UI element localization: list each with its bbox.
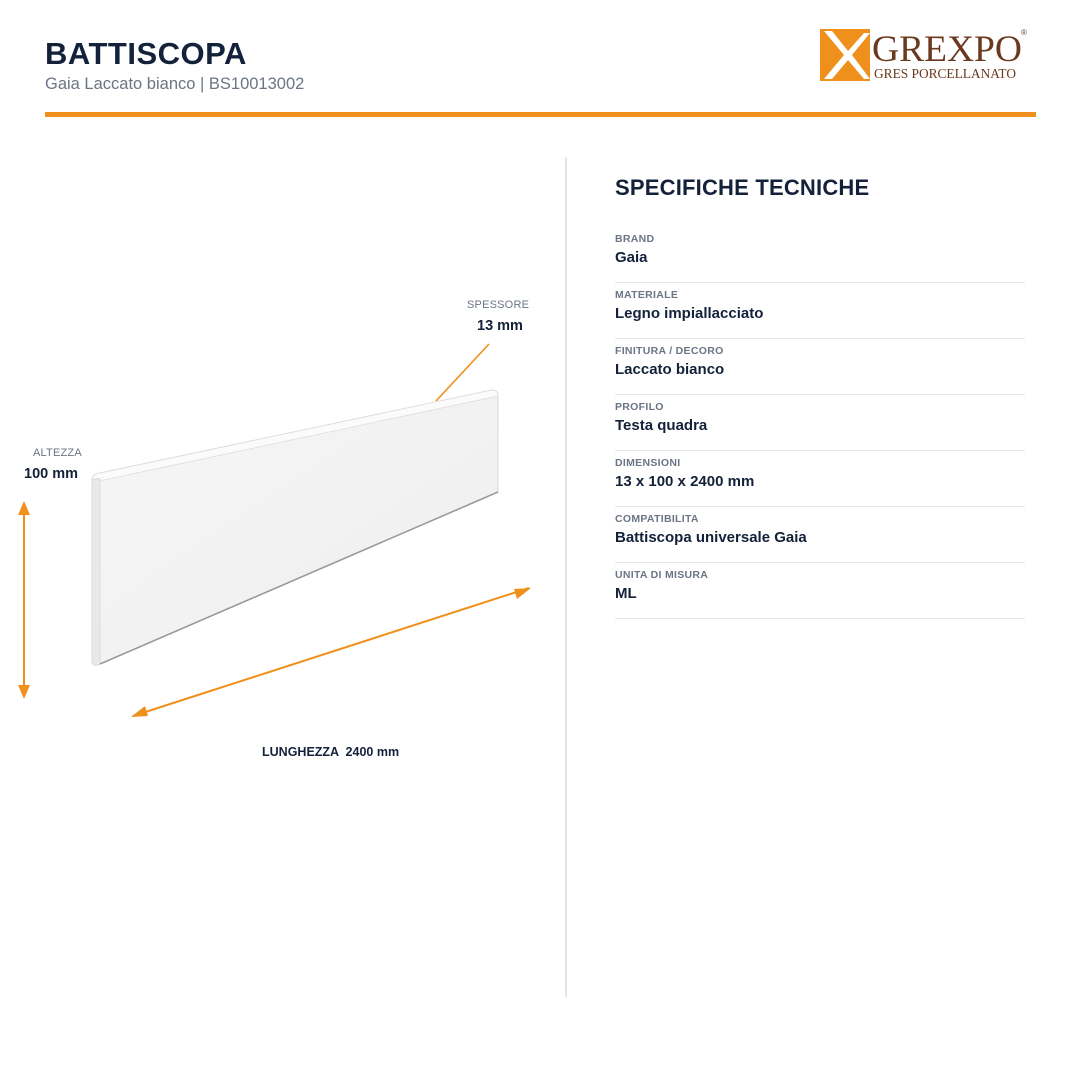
- spec-row-unita: UNITA DI MISURA ML: [615, 564, 1025, 619]
- spec-value: Battiscopa universale Gaia: [615, 529, 807, 546]
- spessore-label: SPESSORE: [467, 299, 530, 311]
- spec-label: BRAND: [615, 233, 655, 245]
- grexpo-logo: GREXPO ® GRES PORCELLANATO: [820, 28, 1027, 81]
- svg-text:®: ®: [1021, 28, 1027, 37]
- spec-label: COMPATIBILITA: [615, 513, 699, 525]
- page-subtitle: Gaia Laccato bianco | BS10013002: [45, 75, 305, 93]
- spec-row-compatibilita: COMPATIBILITA Battiscopa universale Gaia: [615, 508, 1025, 563]
- svg-text:GREXPO: GREXPO: [872, 29, 1022, 70]
- svg-text:GRES PORCELLANATO: GRES PORCELLANATO: [874, 66, 1016, 81]
- specs-title: SPECIFICHE TECNICHE: [615, 175, 870, 200]
- spec-label: PROFILO: [615, 401, 664, 413]
- product-drawing: [18, 343, 531, 717]
- page-title: BATTISCOPA: [45, 36, 247, 71]
- spec-label: DIMENSIONI: [615, 457, 681, 469]
- spec-value: Gaia: [615, 249, 648, 266]
- spec-row-profilo: PROFILO Testa quadra: [615, 396, 1025, 451]
- column-divider: [565, 157, 567, 997]
- spec-row-materiale: MATERIALE Legno impiallacciato: [615, 284, 1025, 339]
- spec-value: Legno impiallacciato: [615, 305, 764, 322]
- spec-label: UNITA DI MISURA: [615, 569, 709, 581]
- spec-value: Laccato bianco: [615, 361, 725, 378]
- lunghezza-label: LUNGHEZZA 2400 mm: [262, 745, 400, 759]
- spessore-value: 13 mm: [477, 318, 523, 334]
- spec-row-finitura: FINITURA / DECORO Laccato bianco: [615, 340, 1025, 395]
- altezza-label: ALTEZZA: [33, 447, 82, 459]
- spec-label: MATERIALE: [615, 289, 679, 301]
- spec-row-brand: BRAND Gaia: [615, 228, 1025, 283]
- spec-label: FINITURA / DECORO: [615, 345, 724, 357]
- altezza-value: 100 mm: [24, 466, 79, 482]
- header-divider: [45, 112, 1036, 117]
- spec-row-dimensioni: DIMENSIONI 13 x 100 x 2400 mm: [615, 452, 1025, 507]
- spec-value: Testa quadra: [615, 417, 708, 434]
- spec-list: BRAND Gaia MATERIALE Legno impiallacciat…: [615, 228, 1025, 620]
- spec-value: 13 x 100 x 2400 mm: [615, 473, 755, 490]
- spec-value: ML: [615, 585, 637, 602]
